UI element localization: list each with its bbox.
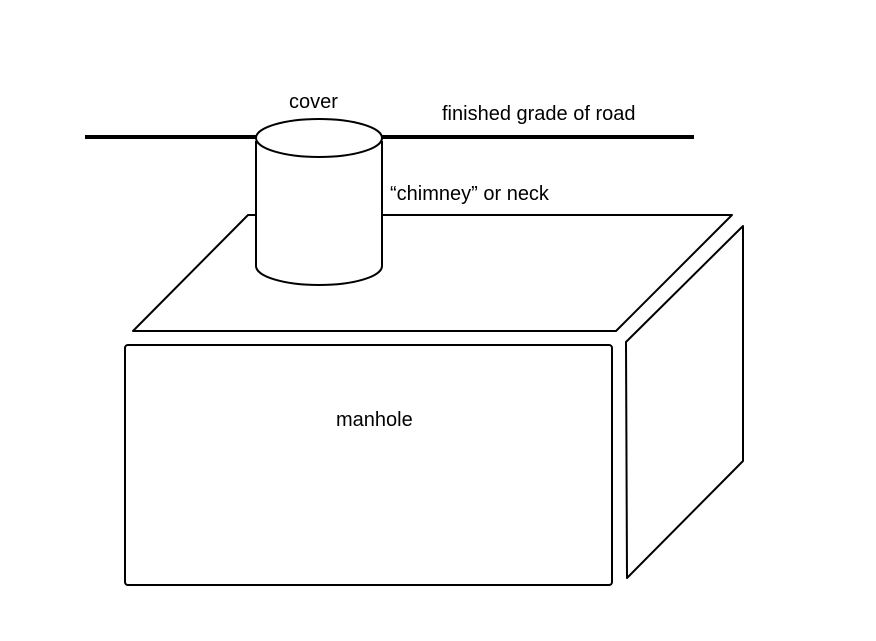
chimney-label: “chimney” or neck: [390, 183, 550, 205]
chimney-neck: [255, 141, 383, 286]
manhole-top-face: [132, 214, 733, 332]
manhole-side-face: [625, 225, 744, 579]
manhole-label: manhole: [336, 409, 413, 431]
manhole-front-face: [124, 344, 613, 586]
cover-label: cover: [289, 91, 338, 113]
manhole-cover: [255, 118, 383, 158]
road-label: finished grade of road: [442, 103, 635, 125]
